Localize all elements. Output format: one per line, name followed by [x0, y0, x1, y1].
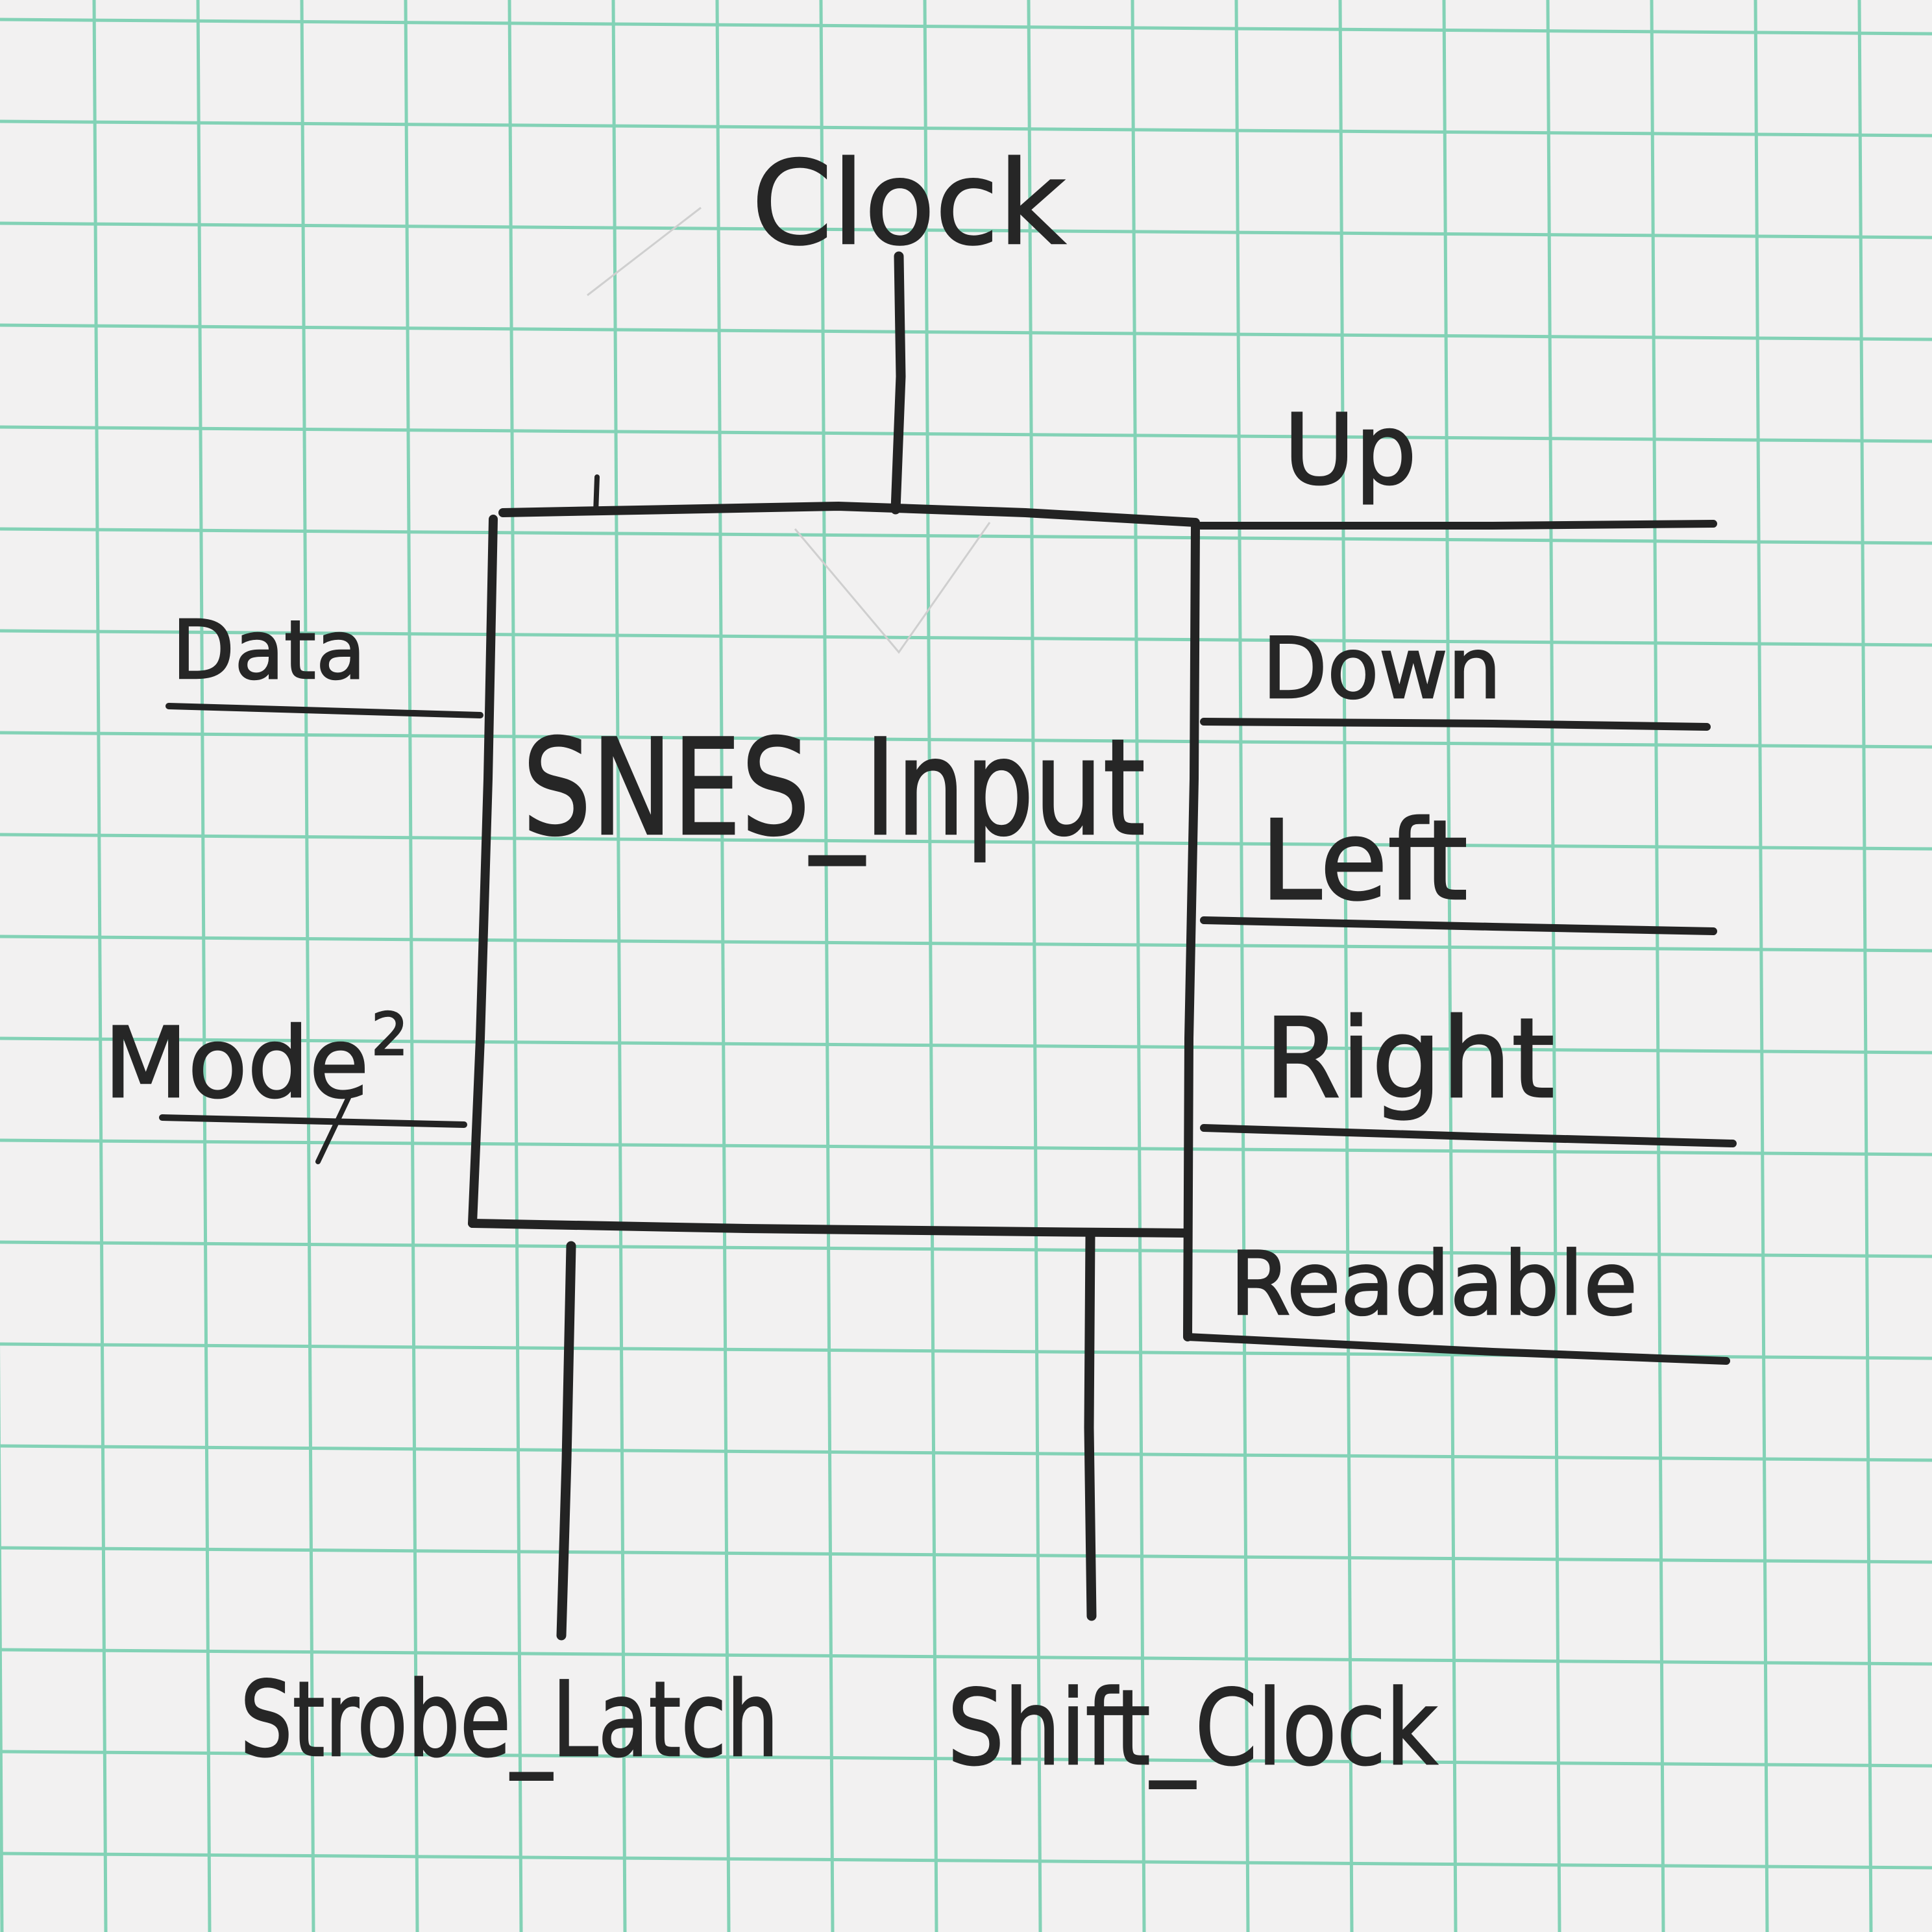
grid-line-vertical [1650, 0, 1665, 1932]
right-wire [1200, 1124, 1737, 1147]
grid-line-vertical [92, 0, 108, 1932]
block-bottom-edge [468, 1219, 1192, 1238]
up-label: Up [1284, 394, 1417, 507]
grid-line-vertical [715, 0, 731, 1932]
grid-line-horizontal [0, 323, 1932, 341]
grid-line-vertical [1546, 0, 1561, 1932]
grid-line-horizontal [0, 1036, 1932, 1055]
grid-line-vertical [1027, 0, 1042, 1932]
block-right-edge [1183, 521, 1200, 1341]
erased-mark [587, 206, 702, 297]
right-label: Right [1264, 995, 1555, 1123]
mode-label: Mode [104, 1007, 369, 1120]
shift-clock-label: Shift_Clock [948, 1667, 1437, 1789]
grid-line-horizontal [0, 731, 1932, 749]
grid-line-horizontal [0, 1240, 1932, 1258]
strobe-latch-wire [556, 1241, 576, 1641]
block-box [468, 474, 1200, 1341]
grid-line-vertical [300, 0, 315, 1932]
left-wire [1200, 916, 1717, 935]
down-wire [1200, 718, 1711, 731]
grid-line-horizontal [0, 1852, 1932, 1870]
left-label: Left [1260, 797, 1468, 925]
clock-label: Clock [752, 136, 1066, 271]
grid-line-vertical [196, 0, 212, 1932]
strobe-latch-label: Strobe_Latch [240, 1659, 779, 1780]
block-left-edge [468, 515, 498, 1228]
grid-line-vertical [1857, 0, 1873, 1932]
grid-line-horizontal [0, 1750, 1932, 1768]
grid-line-horizontal [0, 527, 1932, 545]
erased-mark [794, 522, 991, 654]
grid-line-horizontal [0, 18, 1932, 36]
down-label: Down [1262, 619, 1501, 718]
grid-line-vertical [1131, 0, 1146, 1932]
grid-line-vertical [611, 0, 627, 1932]
grid-line-horizontal [0, 119, 1932, 138]
grid-line-vertical [819, 0, 835, 1932]
grid-line-horizontal [0, 833, 1932, 851]
block-name: SNES_Input [522, 711, 1145, 866]
grid-line-horizontal [0, 1444, 1932, 1462]
top-tick-mark [593, 474, 600, 515]
grid-line-vertical [507, 0, 523, 1932]
clock-wire [890, 251, 906, 515]
data-wire [165, 703, 483, 718]
grid-line-vertical [404, 0, 419, 1932]
grid-line-horizontal [0, 221, 1932, 239]
grid-line-horizontal [0, 1546, 1932, 1564]
bus-width-label: 2 [371, 1001, 408, 1069]
bus-slash [315, 1091, 353, 1164]
shift-clock-wire [1084, 1231, 1097, 1621]
grid-line-horizontal [0, 935, 1932, 953]
grid-line-horizontal [0, 1138, 1932, 1156]
grid-line-vertical [1754, 0, 1769, 1932]
grid-line-vertical [923, 0, 938, 1932]
data-label: Data [172, 604, 365, 698]
grid-line-horizontal [0, 425, 1932, 443]
grid-line-horizontal [0, 629, 1932, 647]
block-top-edge [498, 501, 1200, 527]
grid-line-vertical [1234, 0, 1250, 1932]
grid-line-vertical [1338, 0, 1354, 1932]
up-wire [1197, 520, 1717, 530]
readable-wire [1184, 1333, 1730, 1365]
readable-label: Readable [1230, 1233, 1637, 1335]
grid-line-vertical [1442, 0, 1458, 1932]
grid-line-horizontal [0, 1648, 1932, 1666]
mode-wire [159, 1114, 467, 1128]
